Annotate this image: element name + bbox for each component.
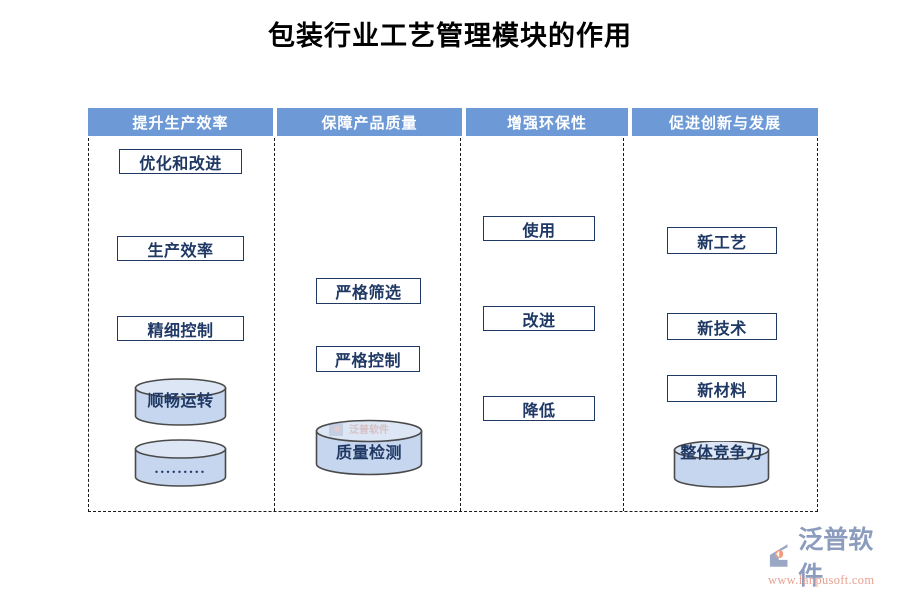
node-label: 严格筛选 — [335, 285, 402, 302]
cylinder-shape-icon — [673, 441, 770, 488]
node-label: 使用 — [522, 222, 556, 240]
node-label: 新技术 — [697, 320, 747, 338]
node-label: 优化和改进 — [139, 155, 222, 173]
node-label: 降低 — [522, 402, 556, 420]
node-cylinder[interactable]: 整体竞争力 — [673, 441, 770, 488]
cylinder-shape-icon — [134, 439, 227, 487]
column-environment: 使用 改进 降低 — [461, 138, 624, 511]
column-header-3-label: 增强环保性 — [506, 115, 587, 132]
node-box[interactable]: 严格控制 — [316, 346, 420, 372]
node-cylinder[interactable]: ......... — [134, 438, 227, 488]
node-box[interactable]: 降低 — [483, 396, 595, 421]
node-label: 整体竞争力 — [680, 445, 763, 462]
node-box[interactable]: 使用 — [483, 216, 595, 241]
node-box[interactable]: 新材料 — [667, 375, 777, 402]
header-gap-1 — [272, 108, 277, 136]
column-header-4[interactable]: 促进创新与发展 — [632, 108, 818, 136]
node-label: 改进 — [522, 312, 556, 330]
column-header-1[interactable]: 提升生产效率 — [88, 108, 273, 136]
node-label: 新工艺 — [697, 234, 747, 252]
header-gap-3 — [628, 108, 633, 136]
column-improve-efficiency: 优化和改进 生产效率 精细控制 顺畅运转 ......... — [89, 138, 275, 511]
node-label: 新材料 — [697, 382, 747, 400]
brand-url: www.fanpusoft.com — [768, 573, 875, 587]
node-label: 生产效率 — [147, 242, 214, 260]
column-header-4-label: 促进创新与发展 — [669, 115, 782, 132]
column-header-1-label: 提升生产效率 — [132, 115, 229, 132]
diagram-columns-container: 优化和改进 生产效率 精细控制 顺畅运转 ......... — [88, 138, 818, 512]
brand-name: 泛普软件 — [798, 526, 874, 590]
node-box[interactable]: 新技术 — [667, 313, 777, 340]
node-label: 严格控制 — [334, 353, 401, 370]
node-cylinder[interactable]: 顺畅运转 — [134, 378, 227, 426]
column-header-2-label: 保障产品质量 — [321, 115, 418, 132]
node-cylinder[interactable]: 泛普软件 质量检测 — [315, 419, 423, 476]
node-box[interactable]: 新工艺 — [667, 227, 777, 254]
node-box[interactable]: 严格筛选 — [316, 278, 421, 304]
node-label: ......... — [154, 461, 207, 477]
node-label: 顺畅运转 — [147, 393, 214, 410]
brand-logo: 泛普软件 www.fanpusoft.com — [766, 526, 896, 592]
header-gap-2 — [461, 108, 466, 136]
fanpu-mark-icon — [769, 544, 788, 567]
page-title: 包装行业工艺管理模块的作用 — [268, 21, 632, 51]
node-box[interactable]: 改进 — [483, 306, 595, 331]
node-box[interactable]: 精细控制 — [117, 316, 244, 341]
node-box[interactable]: 优化和改进 — [119, 149, 242, 174]
node-box[interactable]: 生产效率 — [117, 236, 244, 261]
cylinder-shape-icon — [134, 378, 227, 426]
column-header-2[interactable]: 保障产品质量 — [276, 108, 462, 136]
column-innovation: 新工艺 新技术 新材料 整体竞争力 — [624, 138, 811, 511]
node-label: 精细控制 — [147, 322, 214, 340]
column-header-3[interactable]: 增强环保性 — [465, 108, 629, 136]
brand-logo-row: 泛普软件 — [766, 526, 896, 590]
column-header-row: 提升生产效率 保障产品质量 增强环保性 促进创新与发展 — [88, 108, 818, 136]
cylinder-shape-icon — [315, 419, 423, 476]
column-ensure-quality: 严格筛选 严格控制 泛普软件 质量检测 — [275, 138, 461, 511]
node-label: 质量检测 — [335, 445, 402, 462]
